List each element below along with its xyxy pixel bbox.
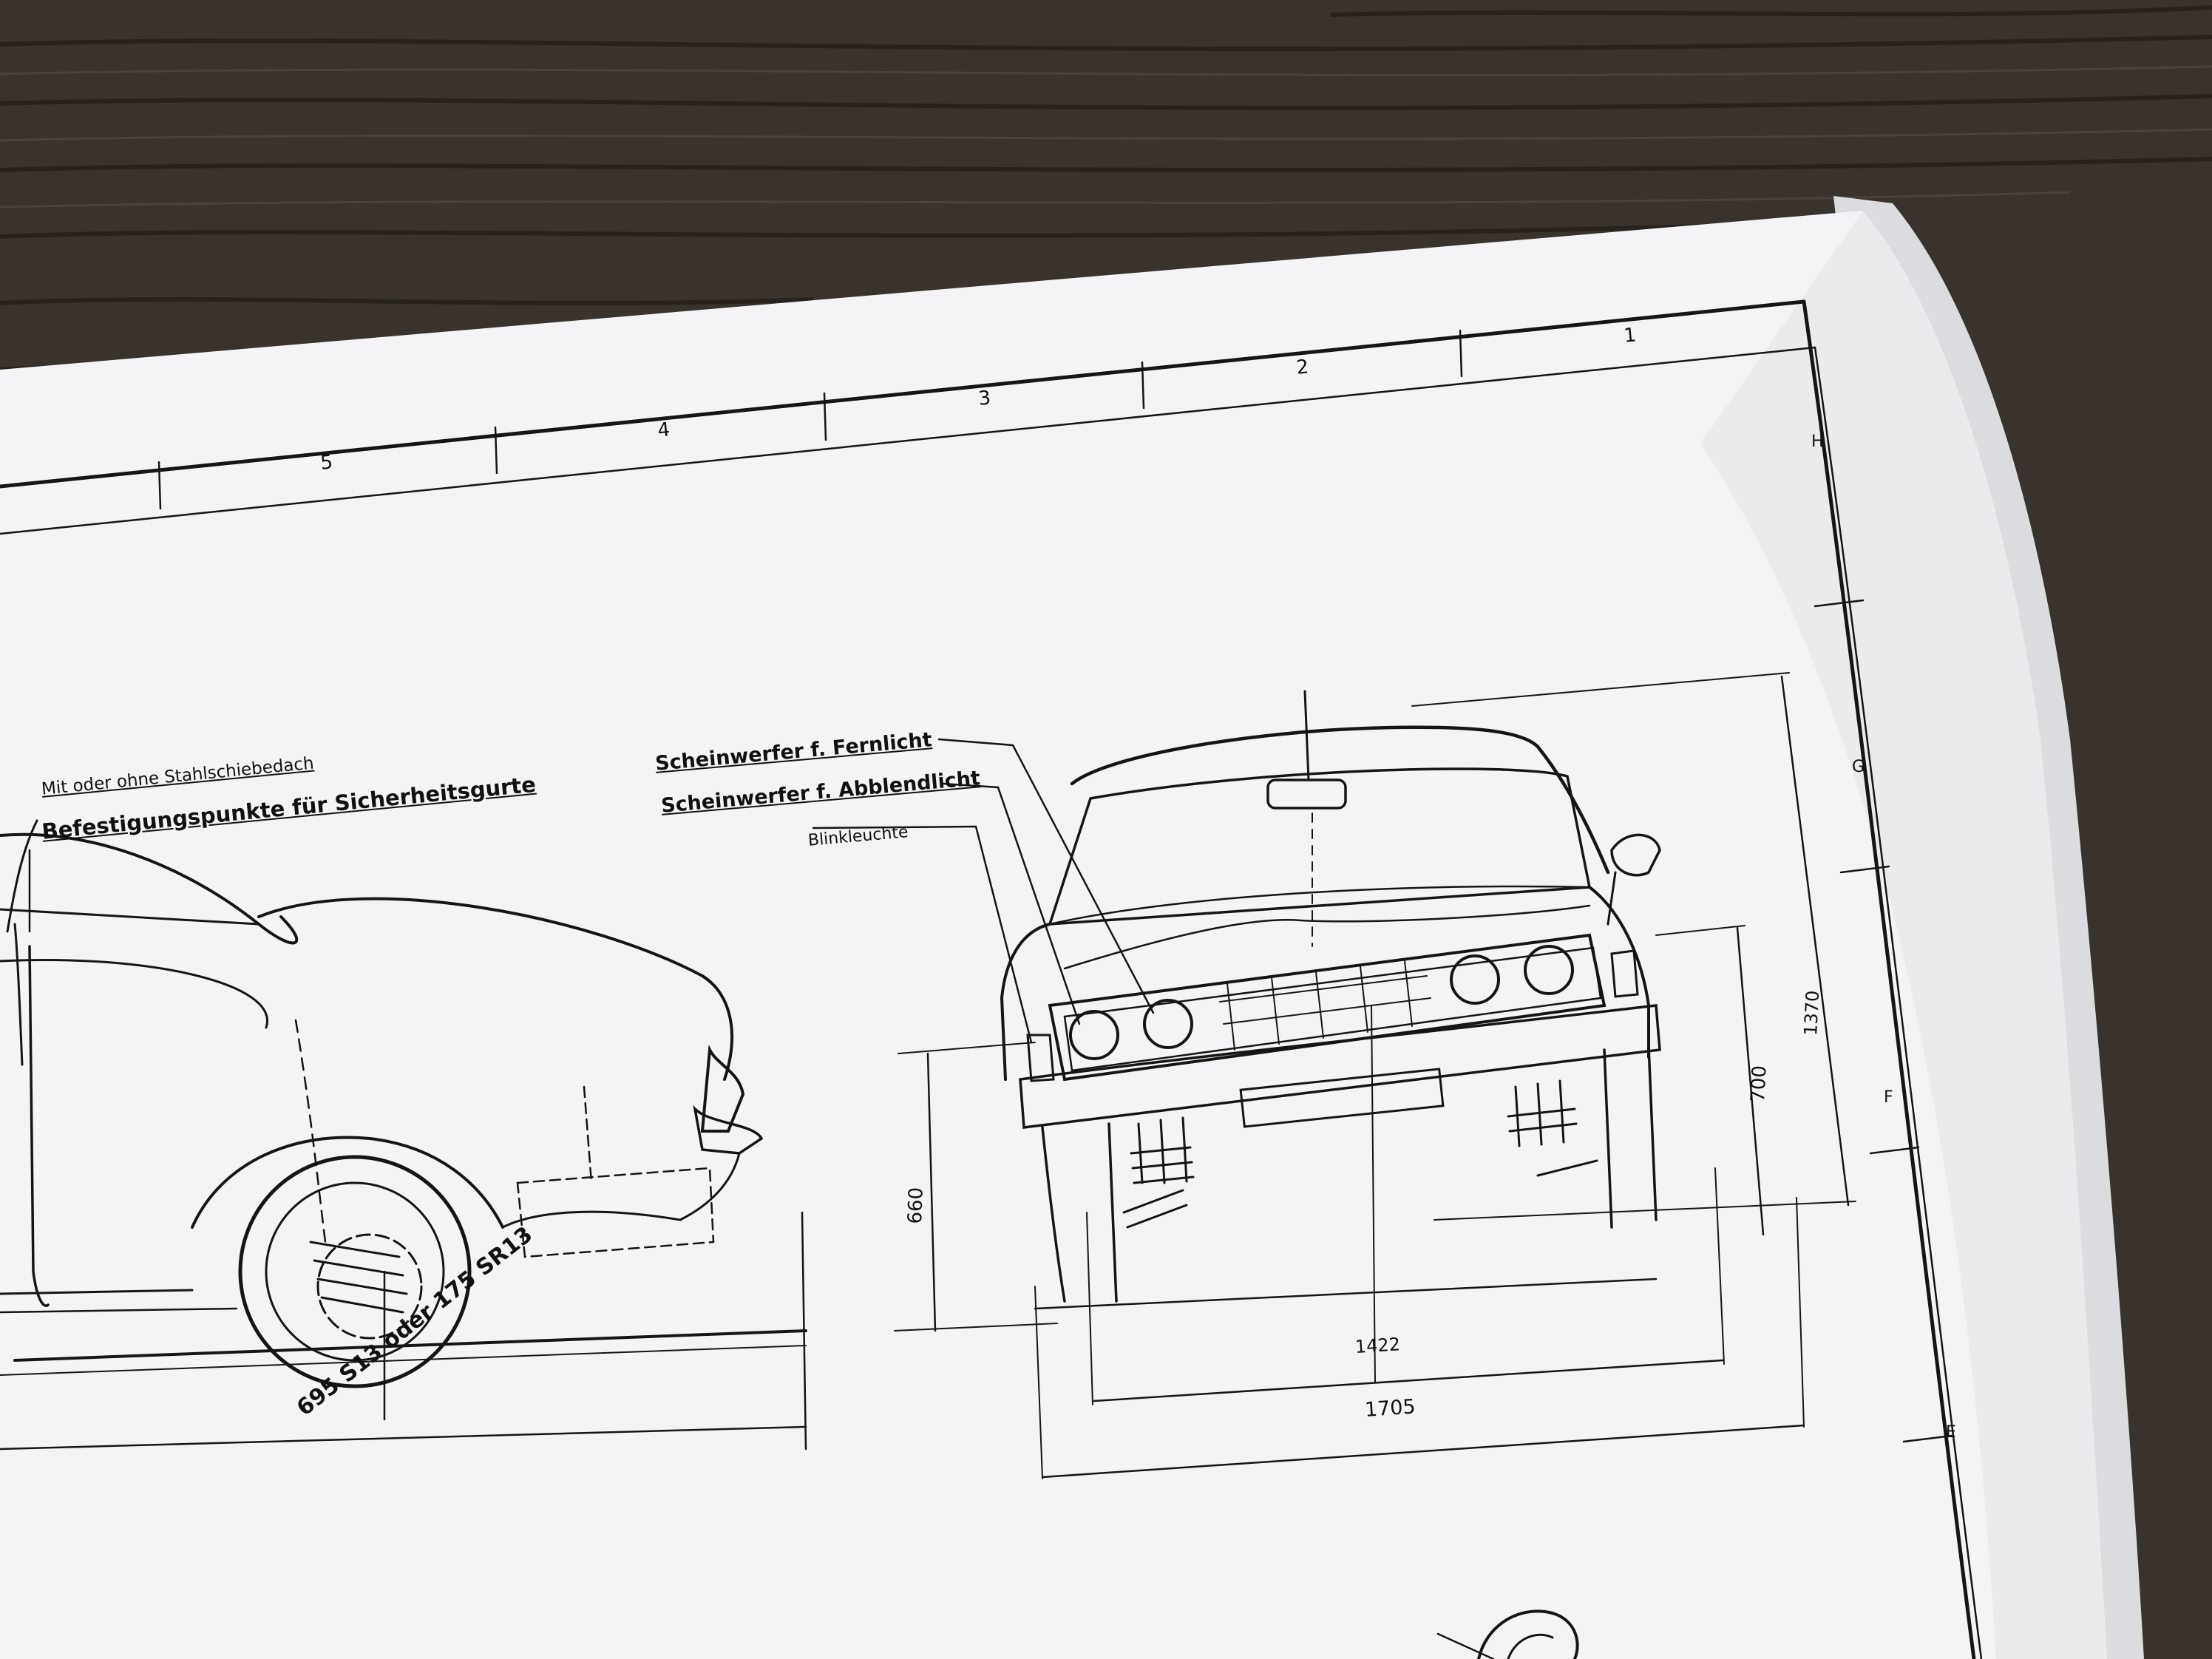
zone-row-h: H [1811,432,1824,451]
zone-row-e: E [1946,1423,1956,1442]
wood-grain [0,5,2212,372]
zone-col-4: 4 [657,418,671,442]
dim-label-660: 660 [904,1187,928,1225]
dim-label-1370: 1370 [1800,990,1824,1037]
rearview-mirror [1266,778,1347,810]
headlamp-high-left [1143,999,1193,1049]
zone-col-3: 3 [977,387,992,410]
front-windshield [1048,767,1592,926]
zone-row-f: F [1884,1088,1893,1107]
frame-top [0,299,1806,489]
dim-label-1422: 1422 [1354,1334,1401,1357]
frame-right [1802,299,1976,1659]
dim-700 [1736,926,1765,1236]
headlamp-low-left [1069,1010,1119,1060]
dim-660 [926,1052,937,1332]
dim-label-700: 700 [1747,1065,1771,1103]
zone-col-2: 2 [1295,356,1310,379]
zone-col-5: 5 [319,451,334,475]
license-plate [1239,1068,1445,1128]
front-grille-outline [1048,933,1607,1082]
dim-label-1705: 1705 [1364,1395,1417,1422]
headlamp-high-right [1450,954,1500,1005]
dim-1422 [1093,1359,1724,1402]
blueprint-lines [0,299,1983,1659]
side-wheel [238,1155,472,1388]
dim-1705 [1041,1424,1805,1479]
paper-sheet-top [0,211,2107,1659]
zone-row-g: G [1852,758,1865,776]
dim-1370 [1780,675,1850,1207]
zone-col-1: 1 [1623,324,1638,347]
side-roofline [0,832,299,945]
headlamp-low-right [1524,945,1574,995]
front-bumper [1019,1004,1661,1129]
